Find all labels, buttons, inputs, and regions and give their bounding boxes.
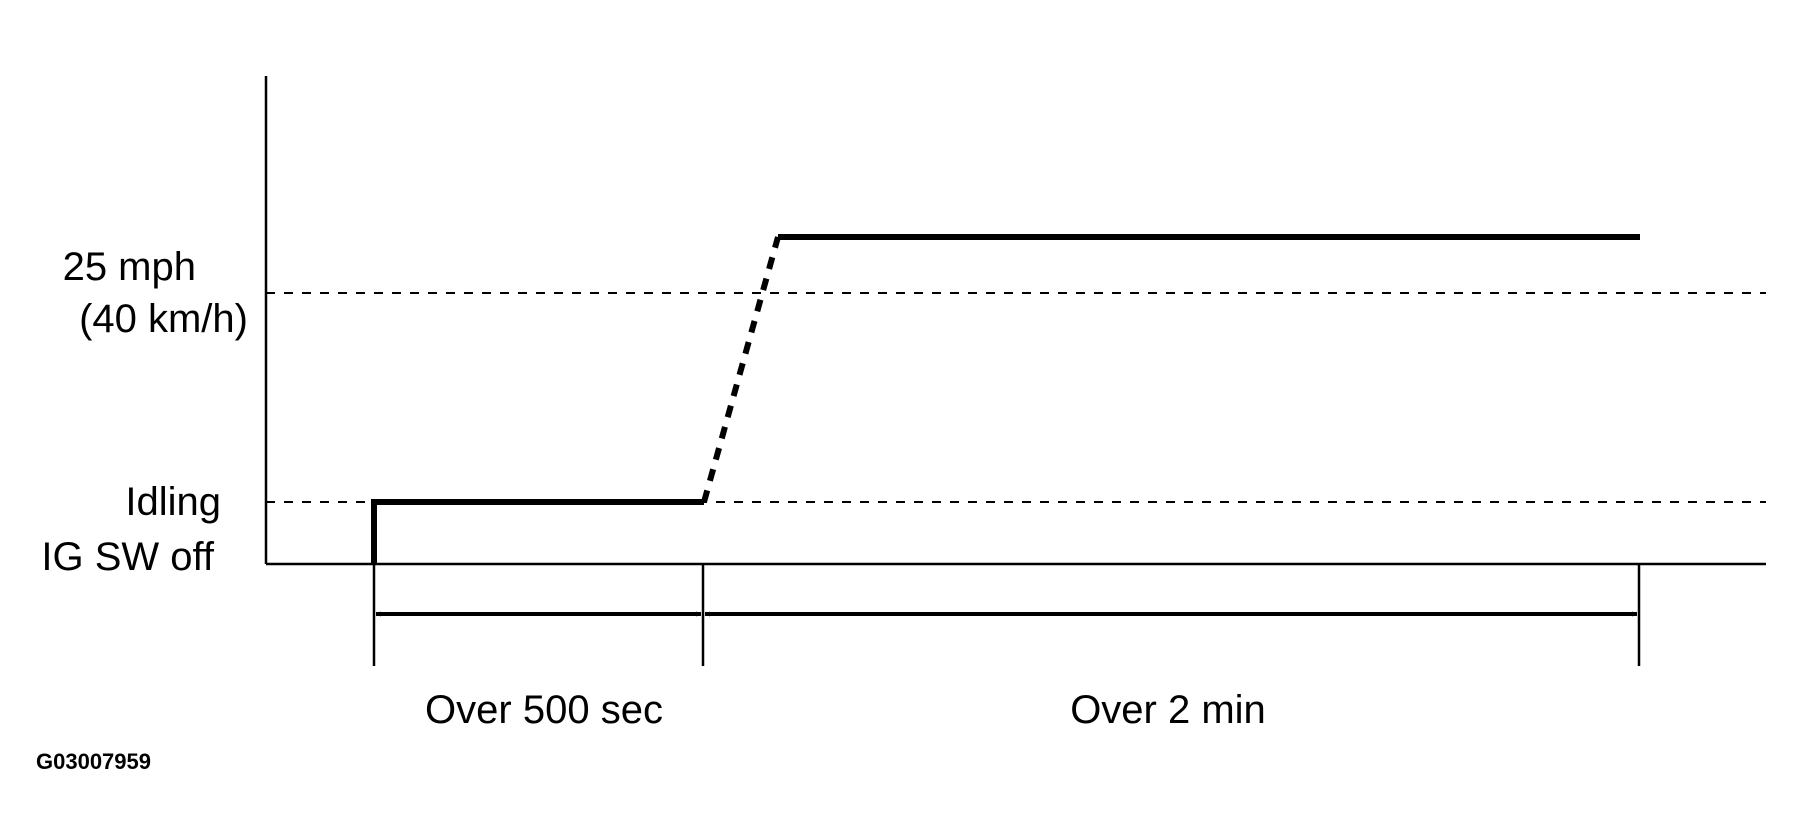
figure-id: G03007959 <box>36 749 151 774</box>
speed-kmh-label: (40 km/h) <box>79 297 248 341</box>
acceleration-segment <box>701 236 781 503</box>
ig-sw-off-label: IG SW off <box>41 535 215 579</box>
speed-mph-label: 25 mph <box>63 245 196 289</box>
second-duration-label: Over 2 min <box>1070 688 1266 732</box>
idling-label: Idling <box>125 480 221 524</box>
idling-segment <box>371 499 704 564</box>
first-duration-label: Over 500 sec <box>425 688 663 732</box>
